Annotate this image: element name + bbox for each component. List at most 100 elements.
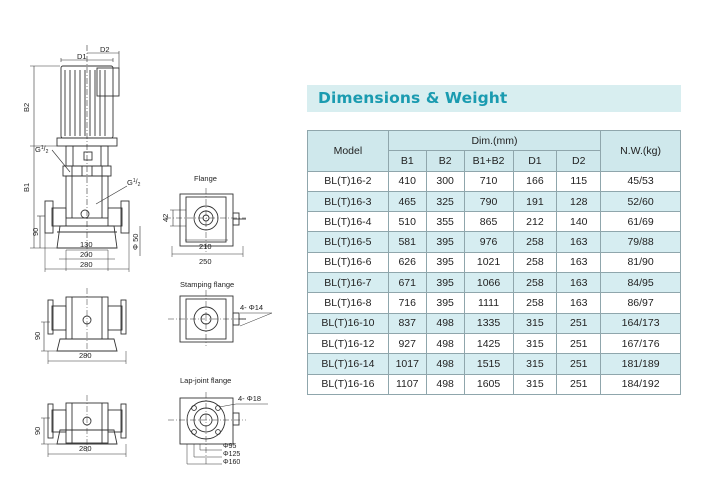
label-lapjoint-90: 90 [33, 427, 42, 435]
lapjoint-title: Lap-joint flange [180, 376, 231, 385]
main-pump-drawing [30, 45, 141, 272]
cell-d1: 315 [512, 312, 558, 334]
label-phi95: Φ95 [223, 443, 236, 450]
stamping-top-drawing [168, 290, 273, 346]
label-d1: D1 [77, 52, 87, 61]
cell-b1b2: 1335 [463, 312, 514, 334]
cell-b1: 927 [387, 332, 427, 355]
cell-model: BL(T)16-6 [307, 251, 389, 274]
cell-d1: 315 [512, 353, 558, 375]
cell-model: BL(T)16-16 [307, 373, 389, 395]
cell-b2: 498 [425, 332, 465, 355]
label-lapjoint-280: 280 [79, 444, 92, 453]
cell-b1b2: 976 [463, 231, 514, 253]
label-phi125: Φ125 [223, 451, 240, 458]
cell-nw: 79/88 [600, 231, 681, 253]
cell-d1: 315 [512, 332, 558, 355]
header-dim-group: Dim.(mm) [387, 129, 602, 152]
cell-b2: 395 [425, 251, 465, 274]
cell-b1b2: 1425 [463, 332, 514, 355]
cell-b1: 465 [387, 190, 427, 213]
section-title: Dimensions & Weight [318, 89, 508, 107]
label-g-left: G1/2 [35, 145, 49, 155]
cell-b2: 498 [425, 353, 465, 375]
cell-b2: 395 [425, 231, 465, 253]
stamping-side-drawing [41, 288, 127, 364]
dimensions-table: Model Dim.(mm) N.W.(kg) B1 B2 B1+B2 D1 D… [307, 129, 681, 395]
cell-model: BL(T)16-7 [307, 272, 389, 294]
cell-b1b2: 1111 [463, 292, 514, 314]
label-130: 130 [80, 240, 93, 249]
cell-d2: 163 [556, 251, 602, 274]
cell-b1b2: 1021 [463, 251, 514, 274]
cell-d2: 163 [556, 292, 602, 314]
section-title-band: Dimensions & Weight [307, 85, 681, 112]
lapjoint-holes: 4- Φ18 [238, 394, 261, 403]
cell-nw: 61/69 [600, 211, 681, 233]
cell-d2: 251 [556, 373, 602, 395]
cell-b1b2: 710 [463, 170, 514, 192]
cell-b2: 325 [425, 190, 465, 213]
cell-d1: 258 [512, 292, 558, 314]
cell-model: BL(T)16-5 [307, 231, 389, 253]
cell-d2: 251 [556, 312, 602, 334]
lapjoint-top-drawing [168, 392, 268, 466]
label-200: 200 [80, 250, 93, 259]
cell-d2: 140 [556, 211, 602, 233]
stamping-holes: 4- Φ14 [240, 303, 263, 312]
cell-b1: 716 [387, 292, 427, 314]
cell-b1: 1107 [387, 373, 427, 395]
cell-nw: 45/53 [600, 170, 681, 192]
label-b1: B1 [22, 183, 31, 192]
cell-b2: 395 [425, 292, 465, 314]
flange-title: Flange [194, 174, 217, 183]
lapjoint-side-drawing [41, 395, 127, 457]
cell-nw: 81/90 [600, 251, 681, 274]
cell-nw: 84/95 [600, 272, 681, 294]
label-g-right: G1/2 [127, 178, 141, 188]
cell-b2: 355 [425, 211, 465, 233]
cell-b2: 395 [425, 272, 465, 294]
cell-d2: 251 [556, 353, 602, 375]
label-b2: B2 [22, 103, 31, 112]
cell-model: BL(T)16-14 [307, 353, 389, 375]
cell-b1: 510 [387, 211, 427, 233]
label-phi50: Φ 50 [131, 234, 140, 250]
header-b1: B1 [387, 150, 427, 172]
label-stamping-280: 280 [79, 351, 92, 360]
cell-model: BL(T)16-10 [307, 312, 389, 334]
cell-b2: 498 [425, 373, 465, 395]
cell-b1: 410 [387, 170, 427, 192]
cell-b1: 581 [387, 231, 427, 253]
cell-nw: 167/176 [600, 332, 681, 355]
cell-b2: 498 [425, 312, 465, 334]
cell-d1: 315 [512, 373, 558, 395]
label-main-90: 90 [31, 228, 40, 236]
cell-b1b2: 790 [463, 190, 514, 213]
cell-b1: 1017 [387, 353, 427, 375]
cell-model: BL(T)16-2 [307, 170, 389, 192]
header-b2: B2 [425, 150, 465, 172]
cell-d2: 163 [556, 272, 602, 294]
cell-nw: 86/97 [600, 292, 681, 314]
cell-d2: 115 [556, 170, 602, 192]
header-b1b2: B1+B2 [463, 150, 514, 172]
label-stamping-90: 90 [33, 332, 42, 340]
cell-nw: 52/60 [600, 190, 681, 213]
header-d1: D1 [512, 150, 558, 172]
cell-d2: 251 [556, 332, 602, 355]
cell-b1b2: 1605 [463, 373, 514, 395]
cell-d1: 212 [512, 211, 558, 233]
label-250: 250 [199, 257, 212, 266]
label-main-280: 280 [80, 260, 93, 269]
cell-b1: 626 [387, 251, 427, 274]
